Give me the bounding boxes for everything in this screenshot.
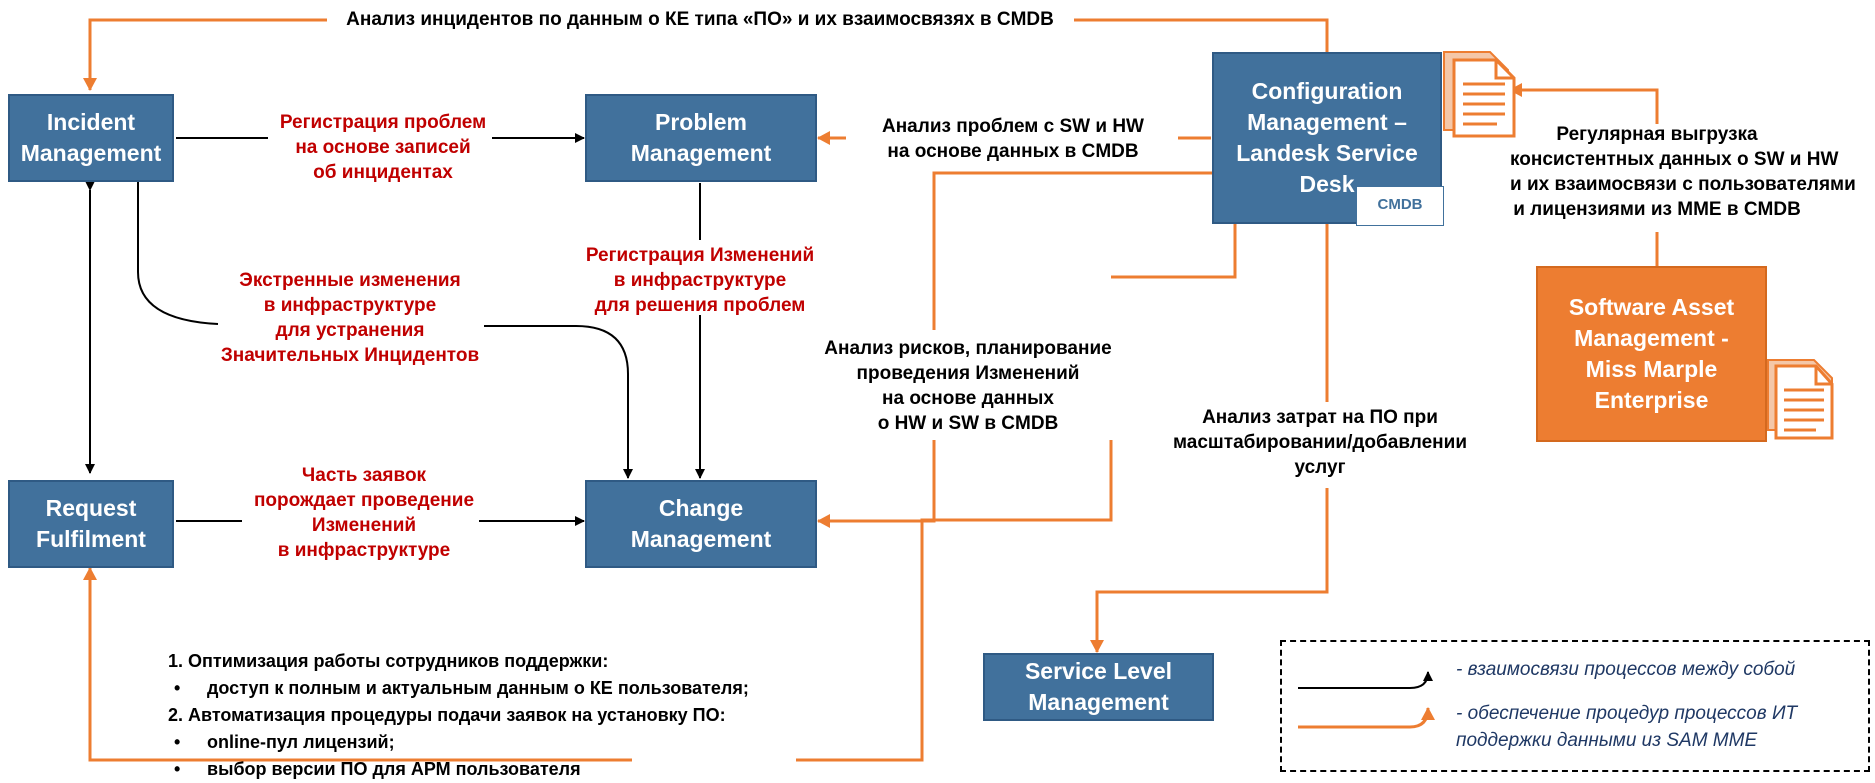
note-line: •выбор версии ПО для АРМ пользователя [174,759,581,779]
arrow-incident-to-change [137,182,219,325]
benefits-notes: 1. Оптимизация работы сотрудников поддер… [168,648,749,783]
legend-black-arrow [1298,671,1433,689]
note-line: 2. Автоматизация процедуры подачи заявок… [168,705,726,725]
legend [1280,640,1870,772]
note-line: •доступ к полным и актуальным данным о К… [174,678,749,698]
label-incident-analysis: Анализ инцидентов по данным о КЕ типа «П… [346,9,1054,30]
sam-document-icon [1767,359,1834,440]
legend-orange-arrow [1298,707,1435,729]
arrow-cmdb-to-incident [90,18,1329,90]
legend-black-text: - взаимосвязи процессов между собой [1456,659,1796,680]
note-line: 1. Оптимизация работы сотрудников поддер… [168,651,609,671]
note-line: •online-пул лицензий; [174,732,395,752]
arrow-sam-to-cmdb [1510,90,1659,266]
cmdb-document-icon [1443,51,1516,138]
arrow-cmdb-to-request [90,224,1237,762]
cmdb-tag: CMDB [1356,186,1444,226]
arrow-cmdb-to-slm [1097,224,1329,652]
